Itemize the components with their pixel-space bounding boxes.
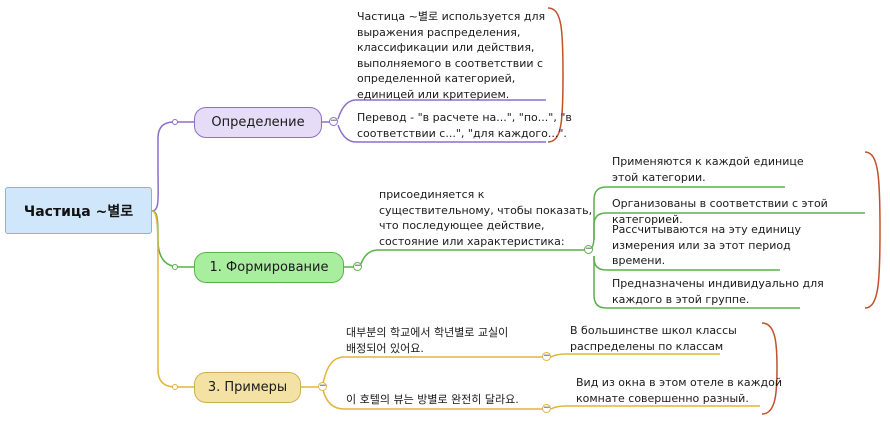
collapse-icon[interactable]: −	[318, 381, 327, 391]
branch-formation[interactable]: 1. Формирование	[194, 252, 344, 283]
connector-root-purple	[151, 121, 194, 212]
collapse-icon[interactable]: −	[353, 261, 362, 271]
connector-dot-definition	[172, 119, 178, 125]
connector-dot-examples	[172, 384, 178, 390]
collapse-icon[interactable]: −	[542, 403, 551, 413]
connector-purple-note1	[337, 99, 546, 120]
collapse-icon[interactable]: −	[584, 244, 593, 254]
root-label: Частица ~별로	[23, 203, 134, 220]
example-1-korean: 대부분의 학교에서 학년별로 교실이 배정되어 있어요.	[346, 326, 509, 355]
definition-note-1: Частица ~별로 используется для выражения р…	[357, 10, 546, 101]
branch-definition-label: Определение	[211, 115, 305, 130]
collapse-icon[interactable]: −	[542, 351, 551, 361]
brace-definition	[547, 7, 564, 143]
connector-dot-formation	[172, 264, 178, 270]
connector-yellow-tr1	[550, 353, 720, 358]
formation-item-4: Предназначены индивидуально для каждого …	[612, 277, 824, 306]
connector-root-yellow	[151, 210, 194, 388]
connector-green-desc-line	[360, 249, 588, 265]
connector-yellow-tr2	[550, 405, 760, 410]
branch-formation-label: 1. Формирование	[209, 260, 329, 275]
branch-examples[interactable]: 3. Примеры	[194, 372, 301, 403]
connector-purple-note2	[337, 124, 546, 143]
example-2-translation: Вид из окна в этом отеле в каждой комнат…	[576, 376, 783, 405]
formation-description: присоединяется к существительному, чтобы…	[379, 188, 593, 248]
brace-examples	[761, 322, 778, 415]
definition-note-2: Перевод - "в расчете на...", "по...", "в…	[357, 111, 572, 140]
branch-examples-label: 3. Примеры	[207, 380, 288, 395]
formation-item-1: Применяются к каждой единице этой катего…	[612, 155, 804, 184]
root-node[interactable]: Частица ~별로	[5, 187, 152, 234]
connector-yellow-ex2	[322, 389, 546, 410]
connector-green-item4	[593, 256, 800, 309]
brace-formation	[864, 151, 881, 309]
connector-yellow-ex1	[322, 356, 546, 385]
branch-definition[interactable]: Определение	[194, 107, 322, 138]
formation-item-3: Рассчитываются на эту единицу измерения …	[612, 223, 802, 267]
example-2-korean: 이 호텔의 뷰는 방별로 완전히 달라요.	[346, 393, 519, 406]
collapse-icon[interactable]: −	[329, 116, 338, 126]
example-1-translation: В большинстве школ классы распределены п…	[570, 324, 737, 353]
connector-green-item2	[593, 212, 865, 240]
formation-item-2: Организованы в соответствии с этой катег…	[612, 197, 828, 226]
